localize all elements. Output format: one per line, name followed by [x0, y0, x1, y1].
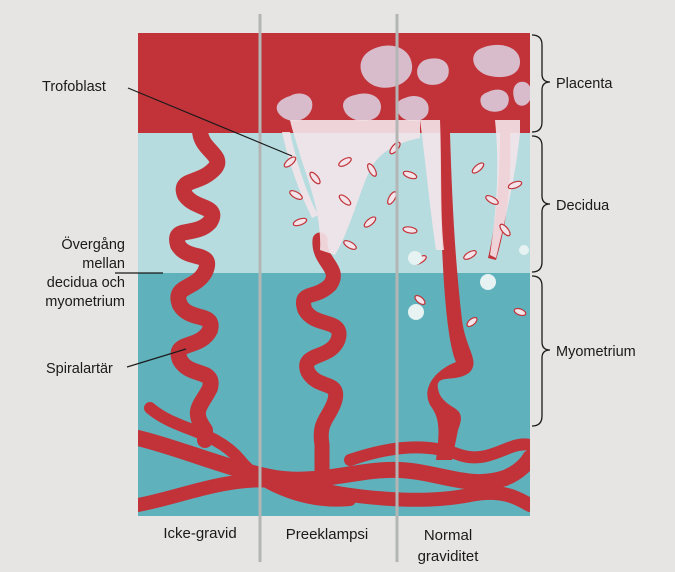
label-transition-2: mellan: [82, 256, 125, 272]
villus-4: [361, 46, 413, 88]
label-spiral-artery: Spiralartär: [46, 361, 113, 377]
label-transition-1: Övergång: [61, 235, 125, 253]
brace-placenta: [532, 35, 550, 132]
villus-8: [513, 82, 531, 106]
panel-label-non-pregnant: Icke-gravid: [163, 525, 236, 542]
label-transition-4: myometrium: [45, 294, 125, 310]
villus-5: [417, 58, 449, 85]
brace-decidua: [532, 136, 550, 272]
label-trofoblast: Trofoblast: [42, 79, 106, 95]
panel-label-preeclampsia: Preeklampsi: [286, 526, 369, 543]
brace-myometrium: [532, 276, 550, 426]
panel-label-normal-1: Normal: [424, 527, 472, 544]
layer-label-placenta: Placenta: [556, 76, 613, 92]
label-transition-3: decidua och: [47, 275, 125, 291]
layer-label-myometrium: Myometrium: [556, 344, 636, 360]
panel-label-normal-2: graviditet: [418, 548, 480, 565]
layer-label-decidua: Decidua: [556, 198, 610, 214]
